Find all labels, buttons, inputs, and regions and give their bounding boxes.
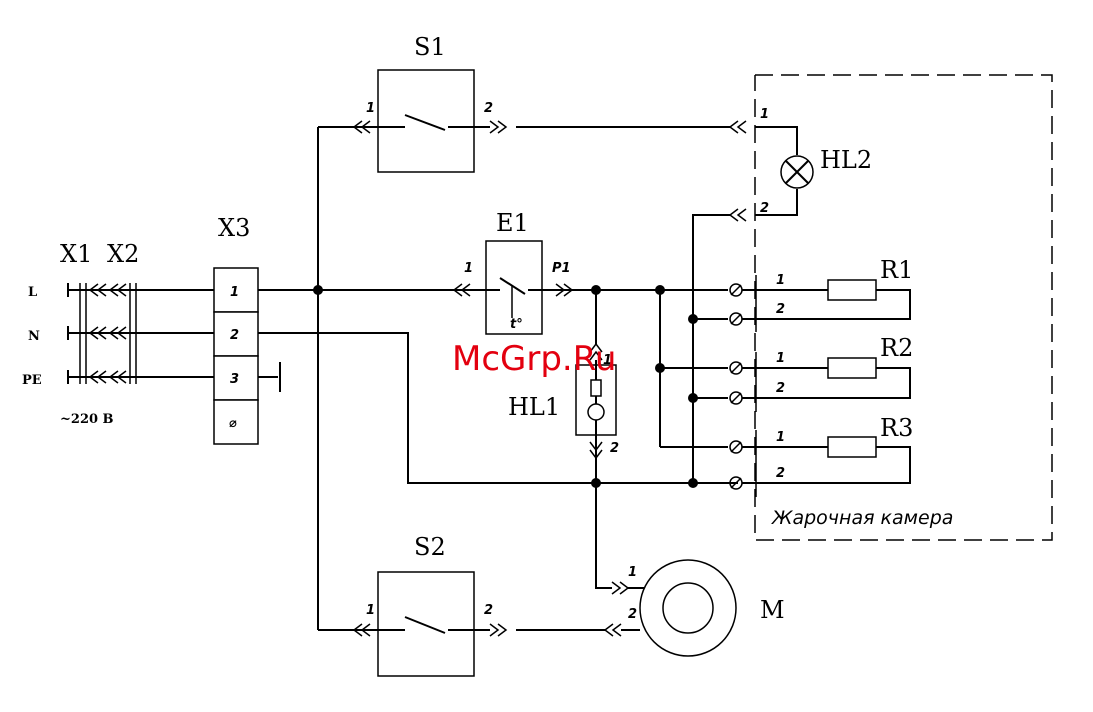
- hl1-pin-2: 2: [610, 441, 619, 456]
- lamp-icon: [588, 404, 604, 420]
- x3-label: X3: [218, 214, 250, 242]
- switch-s2: S2 1 2: [352, 533, 506, 676]
- motor-pin-1: 1: [628, 565, 637, 580]
- e1-label: E1: [496, 209, 529, 237]
- s1-label: S1: [414, 33, 446, 61]
- x3-pin-4: ⌀: [229, 416, 237, 431]
- r1-pin-2: 2: [776, 302, 785, 317]
- terminal-l-label: L: [28, 285, 37, 300]
- terminal-n-label: N: [28, 329, 40, 344]
- x3-terminal-block: X3 1 2 3 ⌀: [214, 214, 280, 444]
- s2-pin-2: 2: [484, 603, 493, 618]
- r1-label: R1: [880, 256, 913, 284]
- supply-terminals: L N PE ~220 В X1 X2: [22, 240, 218, 427]
- r2-label: R2: [880, 334, 913, 362]
- chamber-label: Жарочная камера: [771, 507, 953, 529]
- hl2-pin-1: 1: [760, 107, 769, 122]
- r2-pin-1: 1: [776, 351, 785, 366]
- x1-label: X1: [60, 240, 92, 268]
- r3-pin-1: 1: [776, 430, 785, 445]
- r3-pin-2: 2: [776, 466, 785, 481]
- e1-temp-label: t°: [510, 317, 523, 332]
- heater-r2: 1 2 R2: [730, 334, 913, 412]
- e1-pin-1: 1: [464, 261, 473, 276]
- heater-r1: 1 2 R1: [730, 256, 913, 332]
- hl1-label: HL1: [508, 393, 560, 421]
- s2-label: S2: [414, 533, 446, 561]
- s1-pin-2: 2: [484, 101, 493, 116]
- motor-pin-2: 2: [628, 607, 637, 622]
- e1-pin-p1: P1: [552, 261, 571, 276]
- terminal-pe-label: PE: [22, 373, 42, 388]
- s1-pin-1: 1: [366, 101, 375, 116]
- thermostat-e1: E1 t° 1 P1: [452, 209, 572, 334]
- heater-r3: 1 2 R3: [730, 414, 913, 497]
- motor-m: 1 2 M: [605, 560, 785, 656]
- r1-pin-1: 1: [776, 273, 785, 288]
- s2-pin-1: 1: [366, 603, 375, 618]
- hl2-pin-2: 2: [760, 201, 769, 216]
- motor-inner-icon: [663, 583, 713, 633]
- switch-s1: S1 1 2: [352, 33, 506, 172]
- hl2-label: HL2: [820, 146, 872, 174]
- motor-label: M: [760, 596, 785, 624]
- supply-voltage-label: ~220 В: [60, 412, 114, 427]
- x3-pin-2: 2: [230, 328, 239, 343]
- x2-label: X2: [107, 240, 139, 268]
- r3-label: R3: [880, 414, 913, 442]
- watermark: McGrp.Ru: [452, 339, 616, 379]
- x3-pin-3: 3: [230, 372, 239, 387]
- r2-pin-2: 2: [776, 381, 785, 396]
- frying-chamber: Жарочная камера 1 2 HL2 1 2 R1: [730, 75, 1052, 540]
- x3-pin-1: 1: [230, 285, 239, 300]
